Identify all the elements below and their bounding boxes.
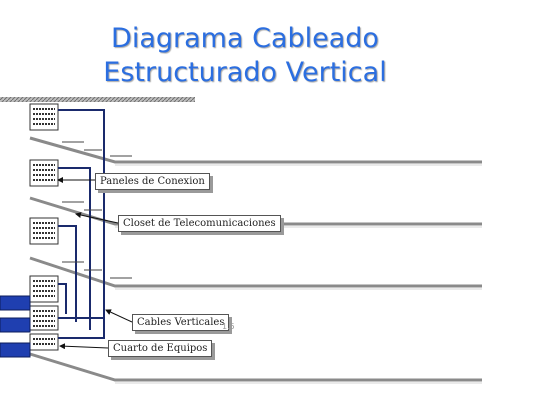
floor-slab [29,352,482,382]
equipment-box [0,317,31,333]
label-paneles-de-conexion: Paneles de Conexion [95,173,210,190]
vertical-cables [58,109,105,339]
title-line-1: Diagrama Cableado [111,23,379,54]
cable-tray-marks [62,141,132,279]
title-line-2: Estructurado Vertical [103,57,387,88]
page-number: 1.5 [222,322,235,331]
floor-1 [29,136,482,166]
floor-slab [29,256,482,288]
slide-title: Diagrama Cableado Estructurado Vertical [0,22,490,90]
patch-panel [29,275,59,303]
leader-lines [57,177,133,350]
patch-panel [29,305,59,331]
label-closet-telecomunicaciones: Closet de Telecomunicaciones [118,215,281,232]
patch-panel [29,159,59,187]
floor-ground [29,352,482,384]
patch-panel [29,333,59,351]
roof-band [0,97,195,102]
floor-3 [29,256,482,290]
equipment-box [0,295,31,311]
patch-panel [29,103,59,131]
floor-slab [29,196,482,226]
label-cuarto-de-equipos: Cuarto de Equipos [108,340,213,357]
patch-panel [29,217,59,245]
floor-slab [29,136,482,164]
equipment-box [0,342,31,358]
label-cables-verticales: Cables Verticales [132,314,230,331]
